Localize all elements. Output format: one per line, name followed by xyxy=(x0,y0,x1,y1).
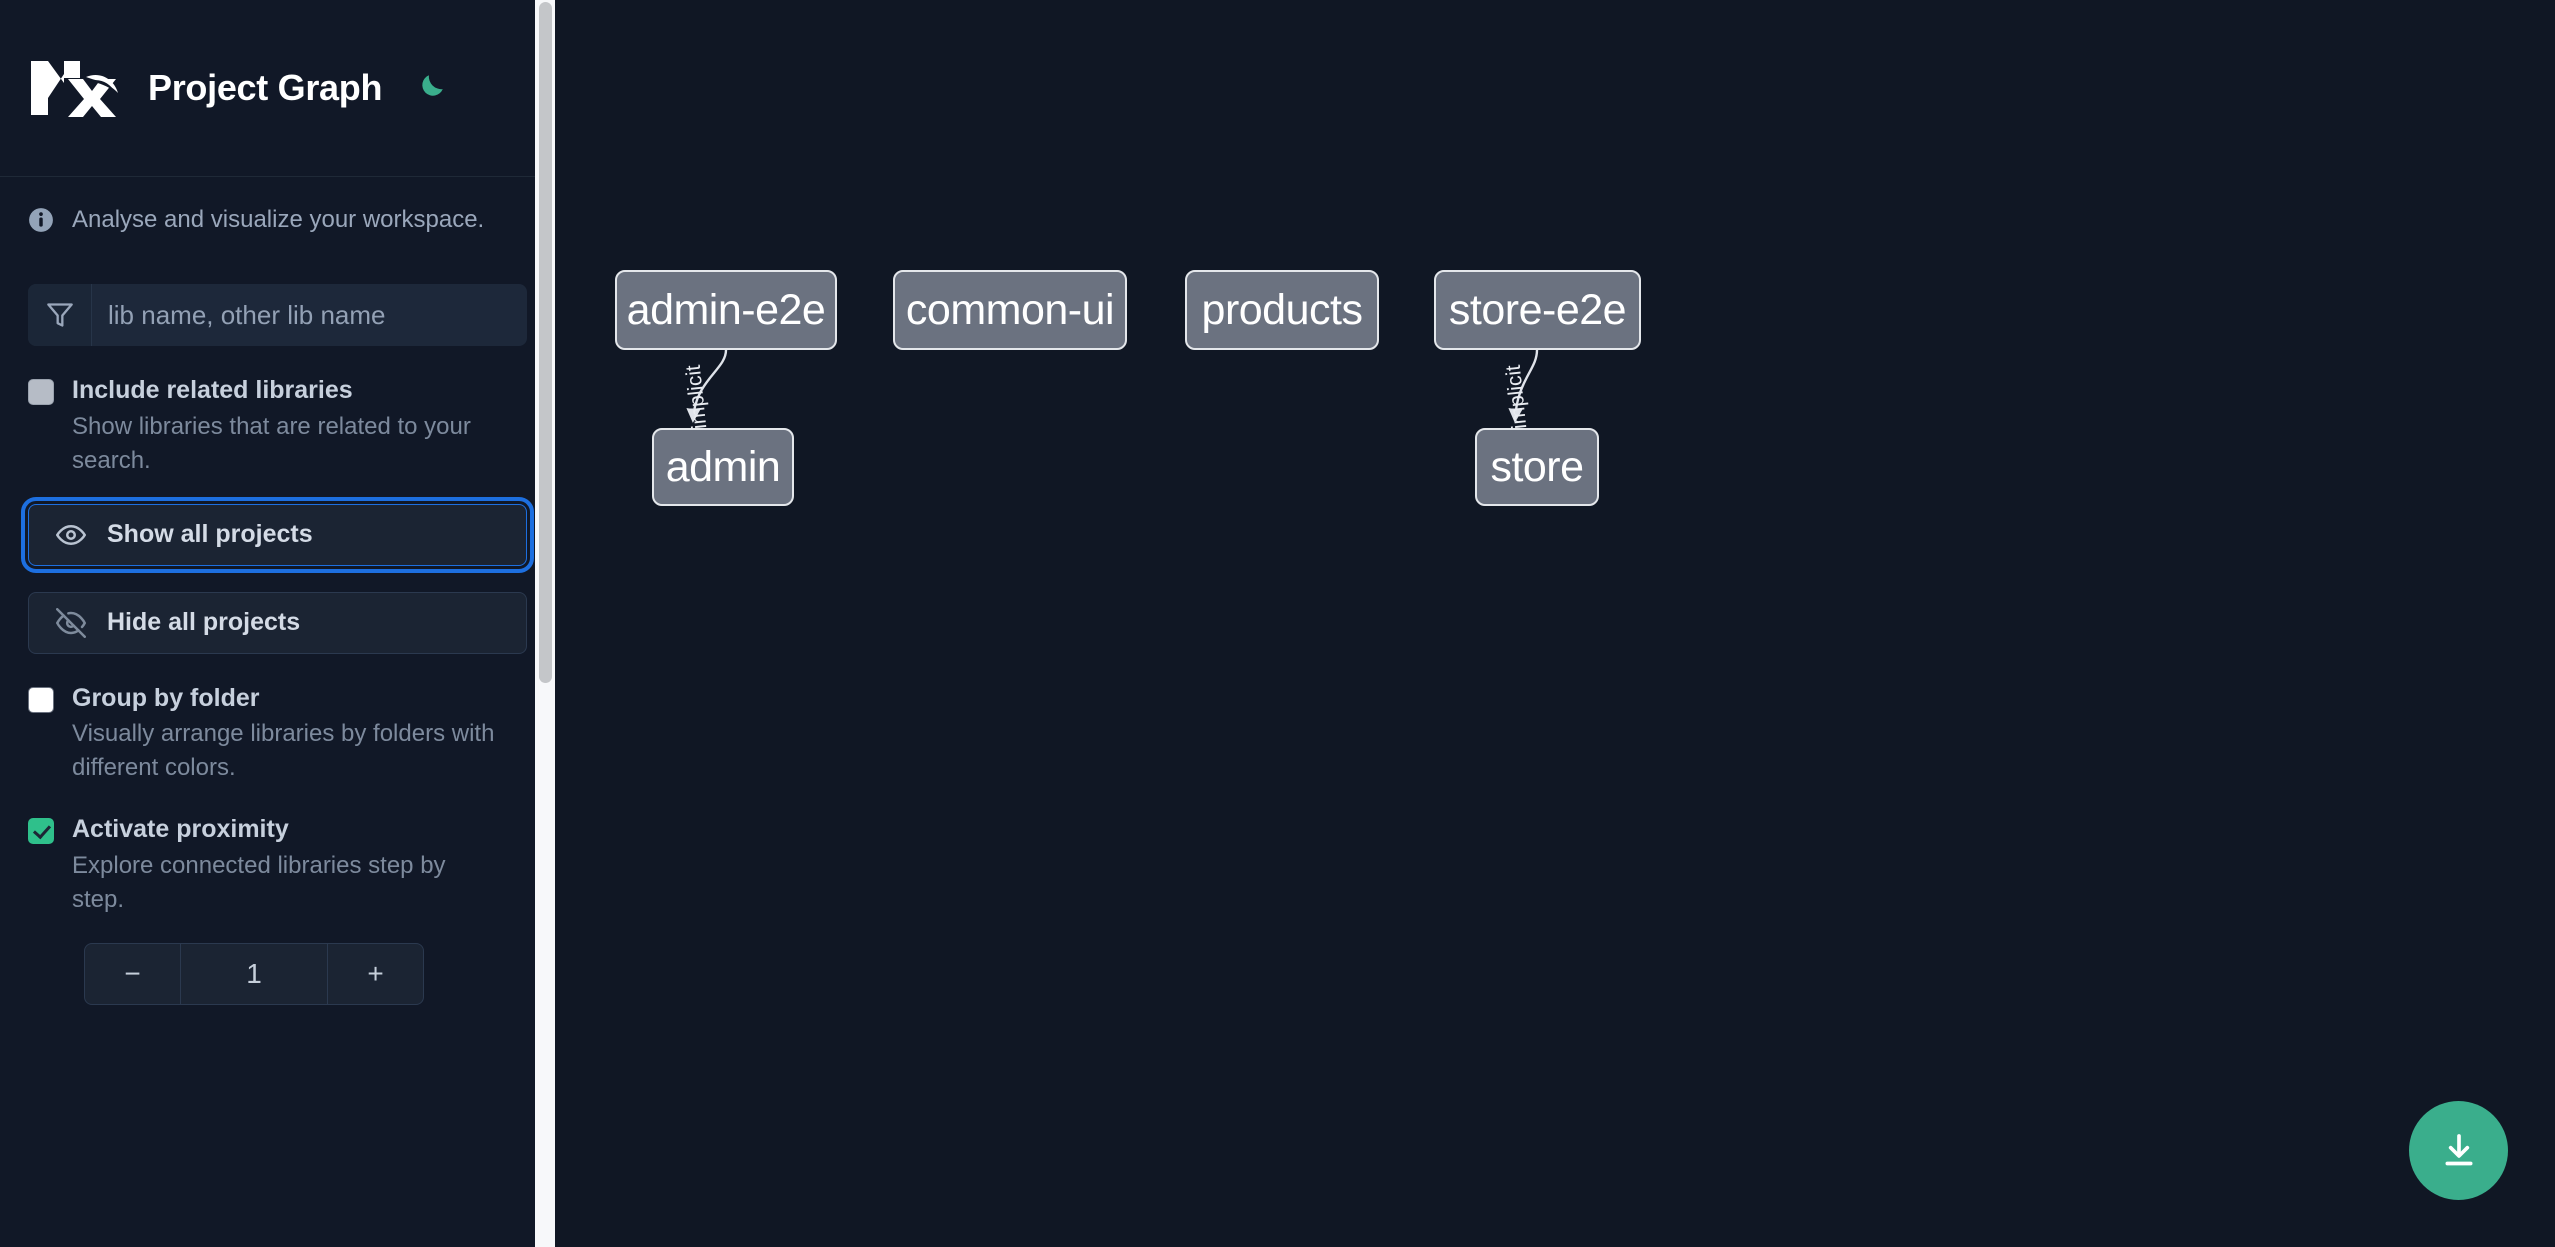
moon-icon[interactable] xyxy=(408,66,452,110)
eye-icon xyxy=(55,519,87,551)
option-include-related-libraries[interactable]: Include related libraries Show libraries… xyxy=(28,374,527,478)
option-text: Activate proximity Explore connected lib… xyxy=(72,813,502,917)
option-group-by-folder[interactable]: Group by folder Visually arrange librari… xyxy=(28,682,527,786)
funnel-glyph xyxy=(46,303,73,327)
show-all-projects-label: Show all projects xyxy=(107,520,313,549)
sidebar-scrollbar-thumb[interactable] xyxy=(539,2,552,683)
option-label: Activate proximity xyxy=(72,815,289,844)
option-label: Group by folder xyxy=(72,683,260,712)
sidebar-scrollbar[interactable] xyxy=(535,0,555,1247)
funnel-icon xyxy=(28,284,92,346)
option-text: Group by folder Visually arrange librari… xyxy=(72,682,502,786)
page-title: Project Graph xyxy=(148,67,383,108)
eye-off-icon xyxy=(55,607,87,639)
graph-node-store[interactable]: store xyxy=(1475,428,1599,506)
option-description: Visually arrange libraries by folders wi… xyxy=(72,720,495,782)
hide-all-projects-button[interactable]: Hide all projects xyxy=(28,591,527,654)
stepper-increment-button[interactable]: + xyxy=(327,943,423,1004)
option-description: Explore connected libraries step by step… xyxy=(72,851,446,913)
show-all-projects-button[interactable]: Show all projects xyxy=(21,496,534,573)
option-description: Show libraries that are related to your … xyxy=(72,412,471,474)
hide-all-projects-label: Hide all projects xyxy=(107,608,301,637)
graph-node-admin[interactable]: admin xyxy=(652,428,794,506)
edge-store-e2e-to-store xyxy=(1508,349,1539,423)
graph-node-common-ui[interactable]: common-ui xyxy=(893,270,1127,350)
info-icon xyxy=(29,207,53,232)
graph-edges-layer xyxy=(686,349,1539,423)
nx-logo xyxy=(31,61,118,117)
option-activate-proximity[interactable]: Activate proximity Explore connected lib… xyxy=(28,813,527,917)
download-graph-button[interactable] xyxy=(2409,1101,2508,1200)
checkbox-activate-proximity[interactable] xyxy=(28,818,54,845)
eye-off-glyph xyxy=(56,607,86,638)
graph-node-products[interactable]: products xyxy=(1185,270,1379,350)
edge-admin-e2e-to-admin xyxy=(686,349,728,423)
graph-node-store-e2e[interactable]: store-e2e xyxy=(1434,270,1641,350)
option-text: Include related libraries Show libraries… xyxy=(72,374,502,478)
stepper-decrement-button[interactable]: − xyxy=(85,943,181,1004)
filter-field[interactable] xyxy=(28,284,527,346)
eye-glyph xyxy=(56,524,86,545)
checkbox-group-by-folder[interactable] xyxy=(28,686,54,713)
tagline-row: Analyse and visualize your workspace. xyxy=(0,177,555,262)
proximity-stepper[interactable]: − 1 + xyxy=(84,942,424,1005)
tagline-text: Analyse and visualize your workspace. xyxy=(72,205,485,233)
moon-glyph xyxy=(422,75,443,96)
search-input[interactable] xyxy=(92,284,527,346)
stepper-value: 1 xyxy=(246,957,262,989)
sidebar-body: Include related libraries Show libraries… xyxy=(0,284,555,1005)
checkbox-include-related-libraries[interactable] xyxy=(28,379,54,405)
graph-canvas[interactable]: admin-e2e common-ui products store-e2e a… xyxy=(555,0,2555,1247)
sidebar: Project Graph Analyse and visualize your… xyxy=(0,0,555,1247)
graph-node-admin-e2e[interactable]: admin-e2e xyxy=(615,270,837,350)
sidebar-header: Project Graph xyxy=(0,0,555,177)
option-label: Include related libraries xyxy=(72,376,353,404)
download-icon xyxy=(2445,1133,2472,1165)
